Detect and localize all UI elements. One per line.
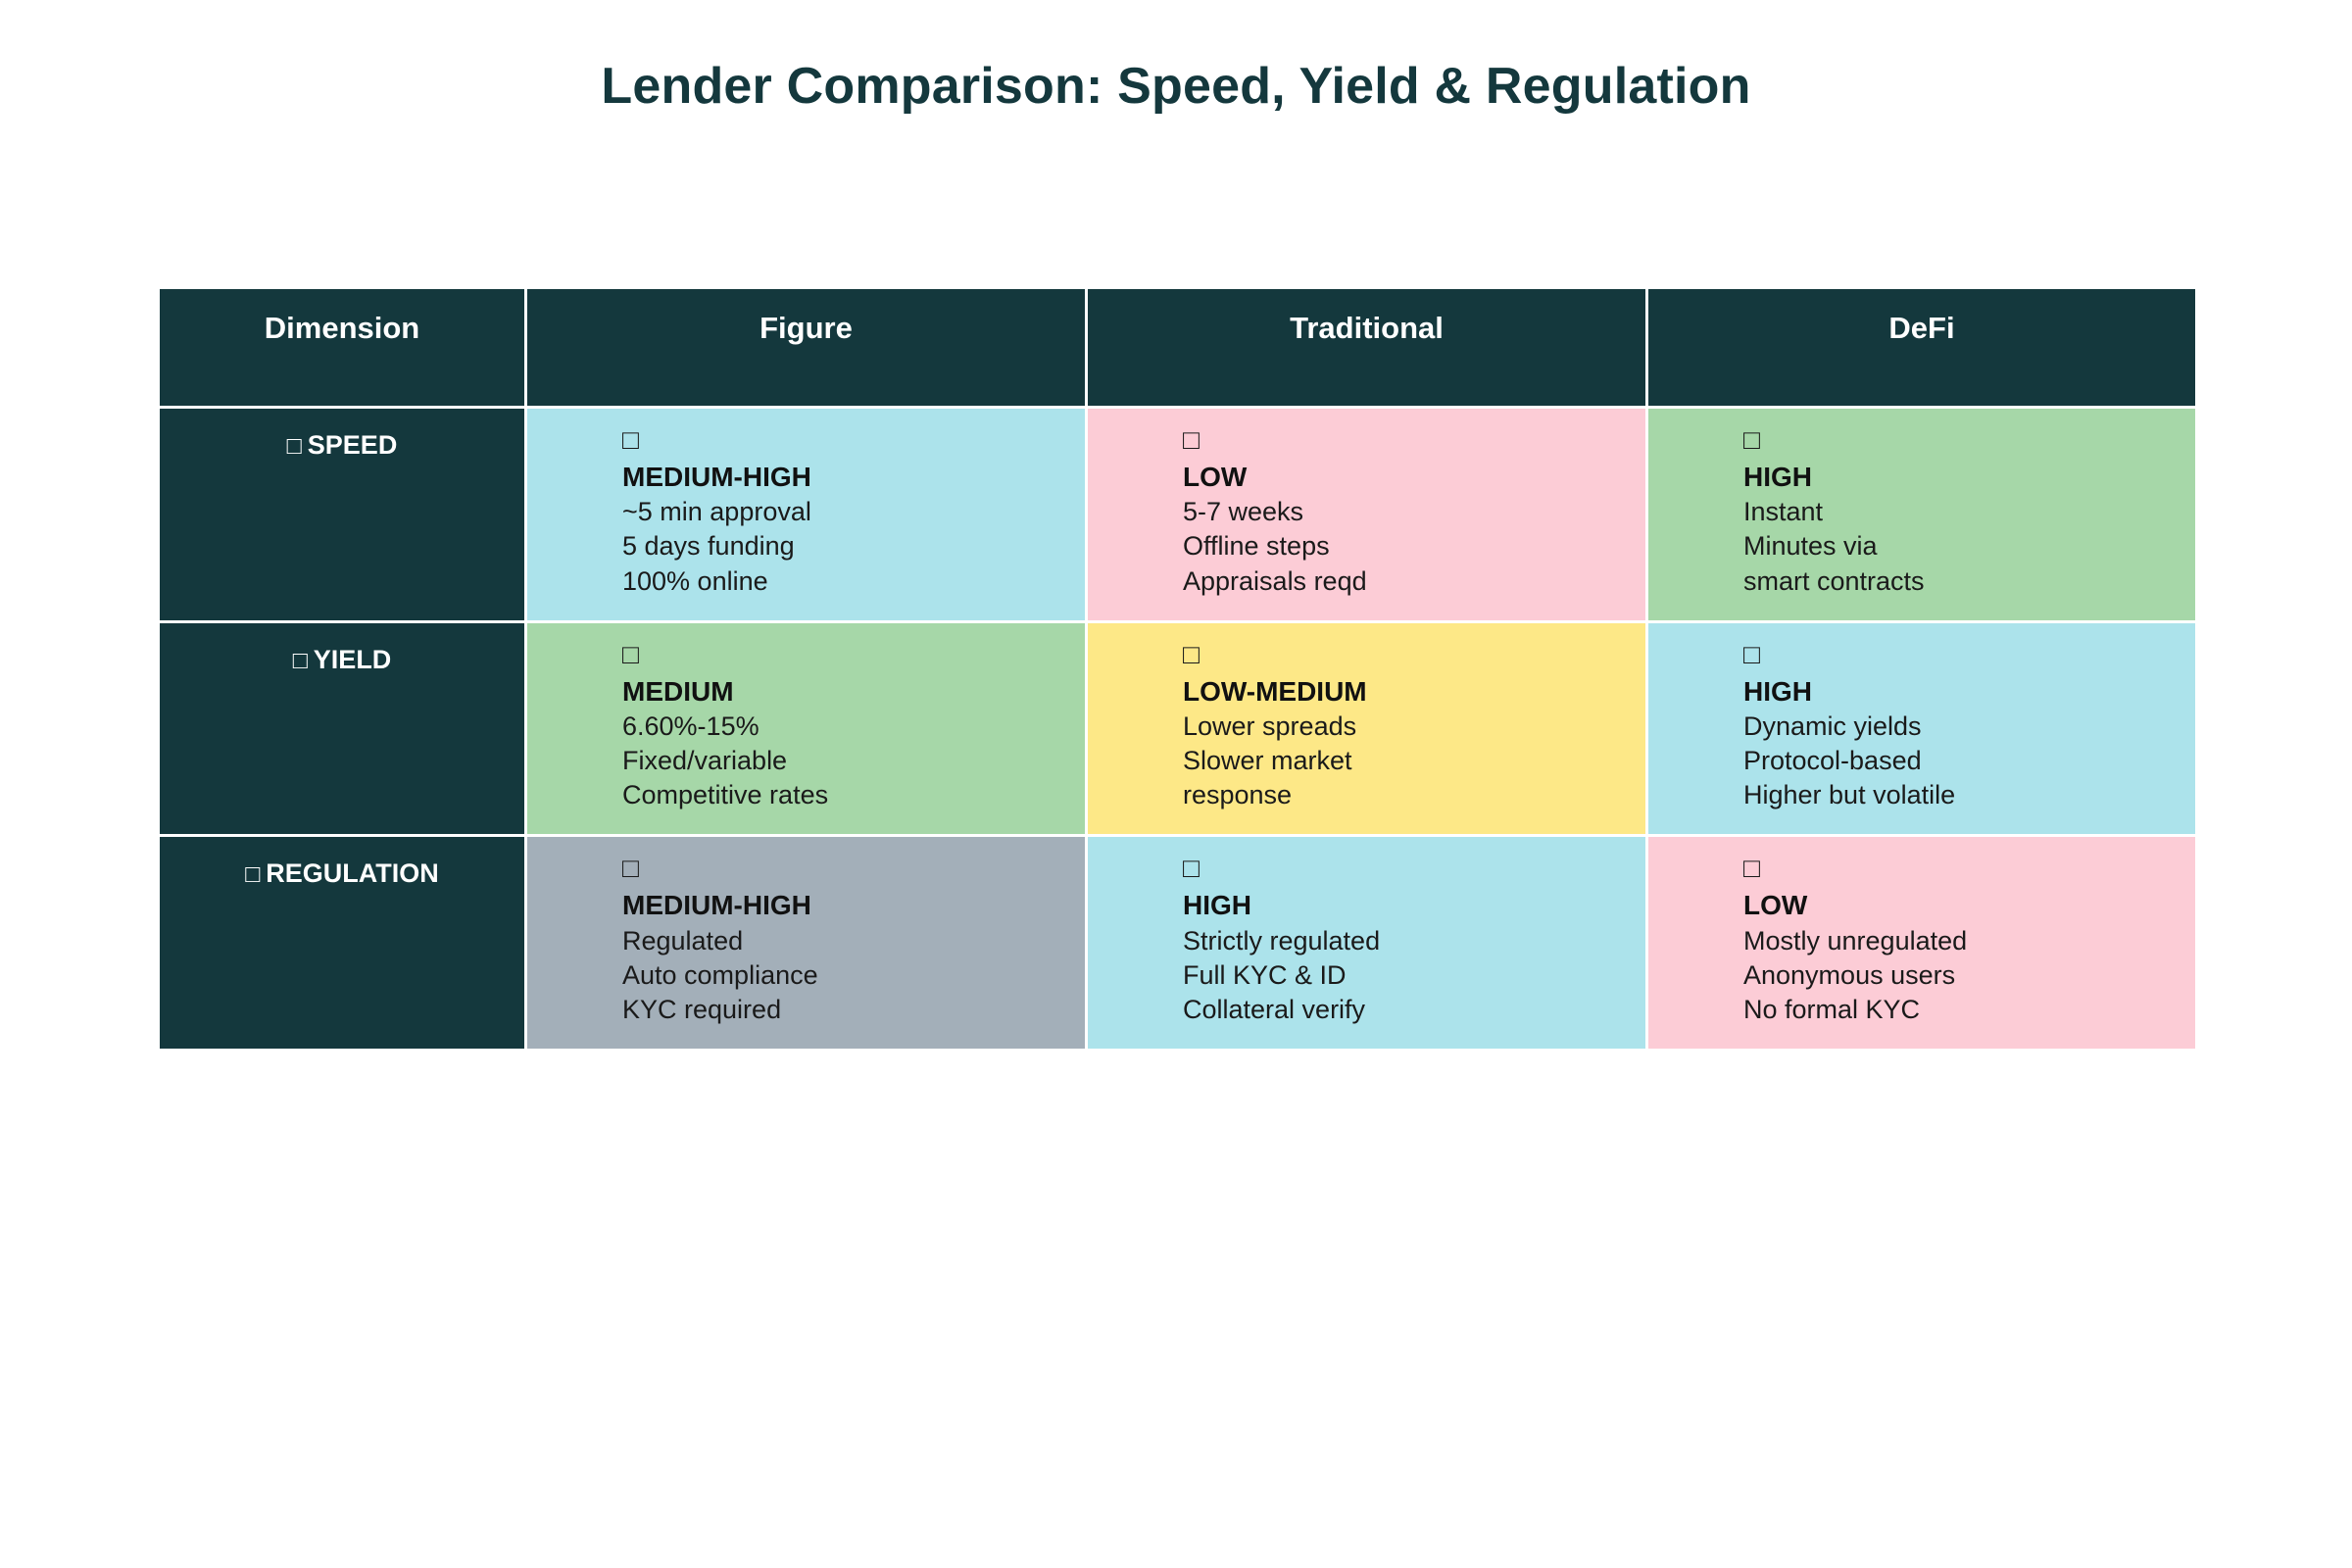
row-label-yield: □YIELD	[160, 622, 527, 838]
status-icon: □	[1183, 638, 1200, 669]
cell-detail: Higher but volatile	[1743, 780, 1956, 810]
cell-content: □ LOW Mostly unregulated Anonymous users…	[1670, 855, 2195, 1027]
row-label-text: YIELD	[313, 644, 392, 674]
cell-yield-traditional: □ LOW-MEDIUM Lower spreads Slower market…	[1088, 622, 1648, 838]
cell-detail: Fixed/variable	[622, 746, 788, 776]
cell-regulation-traditional: □ HIGH Strictly regulated Full KYC & ID …	[1088, 837, 1648, 1050]
status-icon: □	[622, 424, 639, 455]
cell-detail: Slower market	[1183, 746, 1352, 776]
page-title: Lender Comparison: Speed, Yield & Regula…	[601, 58, 1751, 115]
column-header-figure[interactable]: Figure	[527, 289, 1088, 409]
cell-detail: 100% online	[622, 565, 768, 596]
cell-detail: ~5 min approval	[622, 497, 811, 527]
cell-rating: LOW	[1743, 890, 1808, 921]
column-header-dimension[interactable]: Dimension	[160, 289, 527, 409]
row-label-text: REGULATION	[266, 858, 439, 889]
row-label-regulation: □REGULATION	[160, 837, 527, 1050]
row-label-speed: □SPEED	[160, 409, 527, 623]
table-body: □SPEED □ MEDIUM-HIGH ~5 min approval 5 d…	[160, 409, 2195, 1050]
cell-detail: 5-7 weeks	[1183, 497, 1304, 527]
cell-detail: Competitive rates	[622, 780, 829, 810]
cell-content: □ MEDIUM 6.60%-15% Fixed/variable Compet…	[549, 638, 1085, 813]
cell-detail: Appraisals reqd	[1183, 565, 1367, 596]
cell-yield-defi: □ HIGH Dynamic yields Protocol-based Hig…	[1648, 622, 2195, 838]
status-icon: □	[1743, 853, 1760, 884]
cell-detail: 6.60%-15%	[622, 711, 760, 742]
cell-detail: Offline steps	[1183, 531, 1330, 562]
cell-detail: Collateral verify	[1183, 994, 1366, 1024]
table-row: □SPEED □ MEDIUM-HIGH ~5 min approval 5 d…	[160, 409, 2195, 623]
cell-detail: Dynamic yields	[1743, 711, 1922, 742]
cell-detail: smart contracts	[1743, 565, 1925, 596]
speed-icon: □	[286, 432, 302, 460]
status-icon: □	[1183, 853, 1200, 884]
table-header: Dimension Figure Traditional DeFi	[160, 289, 2195, 409]
cell-yield-figure: □ MEDIUM 6.60%-15% Fixed/variable Compet…	[527, 622, 1088, 838]
cell-content: □ HIGH Dynamic yields Protocol-based Hig…	[1670, 638, 2195, 813]
cell-rating: LOW	[1183, 462, 1248, 492]
cell-speed-defi: □ HIGH Instant Minutes via smart contrac…	[1648, 409, 2195, 623]
table-row: □REGULATION □ MEDIUM-HIGH Regulated Auto…	[160, 837, 2195, 1050]
cell-rating: MEDIUM-HIGH	[622, 890, 811, 921]
cell-rating: HIGH	[1743, 675, 1812, 707]
status-icon: □	[1183, 424, 1200, 455]
cell-detail: Strictly regulated	[1183, 925, 1381, 956]
cell-content: □ MEDIUM-HIGH Regulated Auto compliance …	[549, 855, 1085, 1027]
cell-content: □ MEDIUM-HIGH ~5 min approval 5 days fun…	[549, 426, 1085, 599]
cell-rating: MEDIUM	[622, 675, 734, 707]
cell-detail: Lower spreads	[1183, 711, 1357, 742]
yield-icon: □	[292, 646, 308, 674]
cell-content: □ HIGH Instant Minutes via smart contrac…	[1670, 426, 2195, 599]
cell-detail: response	[1183, 780, 1293, 810]
column-header-traditional[interactable]: Traditional	[1088, 289, 1648, 409]
cell-detail: Protocol-based	[1743, 746, 1922, 776]
cell-detail: Instant	[1743, 497, 1824, 527]
cell-detail: Mostly unregulated	[1743, 925, 1968, 956]
cell-detail: No formal KYC	[1743, 994, 1921, 1024]
comparison-table-container: Dimension Figure Traditional DeFi □SPEED…	[160, 289, 2195, 1050]
cell-detail: Minutes via	[1743, 531, 1878, 562]
regulation-icon: □	[245, 860, 261, 889]
cell-rating: HIGH	[1183, 890, 1251, 921]
comparison-table: Dimension Figure Traditional DeFi □SPEED…	[160, 289, 2195, 1050]
status-icon: □	[622, 638, 639, 669]
cell-speed-traditional: □ LOW 5-7 weeks Offline steps Appraisals…	[1088, 409, 1648, 623]
cell-rating: LOW-MEDIUM	[1183, 675, 1367, 707]
cell-regulation-figure: □ MEDIUM-HIGH Regulated Auto compliance …	[527, 837, 1088, 1050]
table-row: □YIELD □ MEDIUM 6.60%-15% Fixed/variable…	[160, 622, 2195, 838]
cell-regulation-defi: □ LOW Mostly unregulated Anonymous users…	[1648, 837, 2195, 1050]
cell-detail: Full KYC & ID	[1183, 959, 1347, 990]
cell-content: □ LOW-MEDIUM Lower spreads Slower market…	[1109, 638, 1645, 813]
row-label-text: SPEED	[307, 430, 398, 460]
cell-content: □ LOW 5-7 weeks Offline steps Appraisals…	[1109, 426, 1645, 599]
status-icon: □	[1743, 638, 1760, 669]
status-icon: □	[622, 853, 639, 884]
cell-content: □ HIGH Strictly regulated Full KYC & ID …	[1109, 855, 1645, 1027]
cell-detail: 5 days funding	[622, 531, 795, 562]
cell-detail: Anonymous users	[1743, 959, 1956, 990]
cell-rating: MEDIUM-HIGH	[622, 462, 811, 492]
cell-detail: Auto compliance	[622, 959, 818, 990]
cell-speed-figure: □ MEDIUM-HIGH ~5 min approval 5 days fun…	[527, 409, 1088, 623]
column-header-defi[interactable]: DeFi	[1648, 289, 2195, 409]
cell-detail: Regulated	[622, 925, 744, 956]
cell-detail: KYC required	[622, 994, 782, 1024]
status-icon: □	[1743, 424, 1760, 455]
table-header-row: Dimension Figure Traditional DeFi	[160, 289, 2195, 409]
cell-rating: HIGH	[1743, 462, 1812, 492]
